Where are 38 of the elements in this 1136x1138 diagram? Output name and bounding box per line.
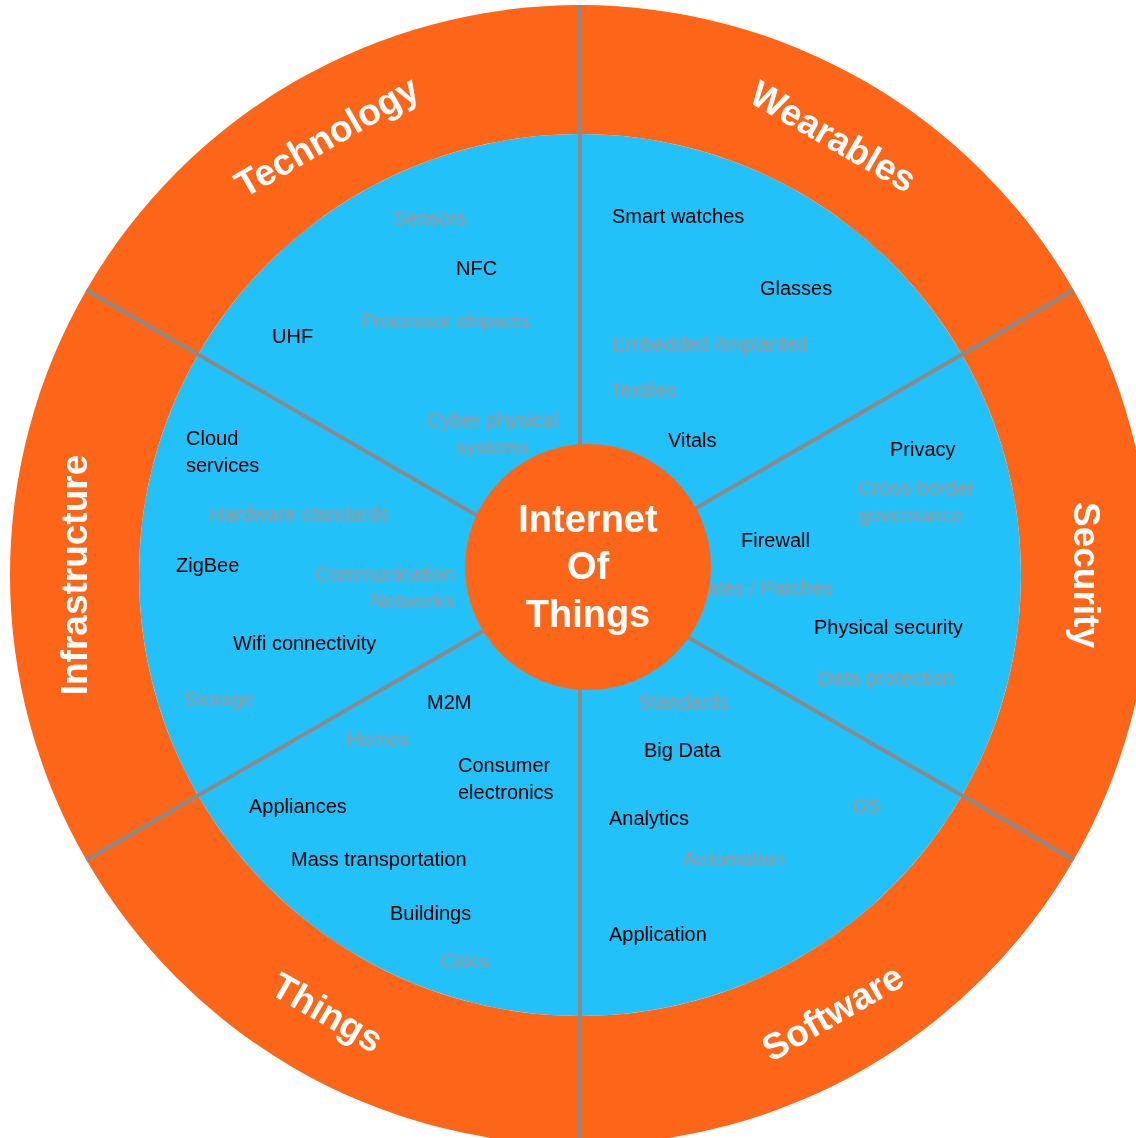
topic-text: Communication Networks: [314, 562, 454, 614]
topic-text: ZigBee: [176, 553, 240, 578]
sector-title: Infrastructure: [53, 454, 96, 696]
topic-text: Textiles: [610, 378, 677, 403]
topic-text: Application: [609, 922, 707, 947]
topic-text: Hardware standards: [209, 502, 390, 527]
topic-text: NFC: [456, 256, 498, 281]
topic-text: Analytics: [609, 806, 690, 831]
topic-text: Cyber physical systems: [425, 408, 560, 460]
topic-text: Mass transportation: [291, 847, 467, 872]
topic-text: Smart watches: [612, 204, 745, 229]
topic-text: Automation: [683, 847, 785, 872]
topic-text: Cities: [440, 949, 490, 974]
topic-text: Standards: [638, 690, 730, 715]
topic-text: Physical security: [814, 615, 963, 640]
topic-text: Processor chipsets: [361, 309, 530, 334]
topic-text: Storage: [184, 687, 255, 712]
topic-text: Buildings: [390, 901, 472, 926]
topic-text: OS: [852, 794, 881, 819]
topic-text: Appliances: [249, 794, 347, 819]
topic-text: UHF: [272, 324, 314, 349]
topic-text: Big Data: [644, 738, 721, 763]
topic-text: ates / Patches: [706, 576, 833, 601]
topic-text: Cross-border governance: [858, 476, 976, 528]
topic-text: Glasses: [760, 276, 833, 301]
center-title: Internet Of Things: [517, 496, 659, 637]
topic-text: Wifi connectivity: [233, 631, 377, 656]
topic-text: Cloud services: [186, 426, 261, 478]
topic-text: Data protection: [818, 666, 954, 691]
topic-text: Consumer electronics: [458, 753, 555, 805]
topic-text: Firewall: [741, 528, 810, 553]
topic-text: Sensors: [393, 206, 467, 231]
sector-title: Security: [1064, 502, 1107, 648]
topic-text: Homes: [346, 727, 410, 752]
topic-text: Embedded /Implanted: [612, 332, 808, 357]
topic-text: Privacy: [890, 437, 956, 462]
topic-text: Vitals: [668, 428, 717, 453]
topic-text: M2M: [427, 690, 472, 715]
